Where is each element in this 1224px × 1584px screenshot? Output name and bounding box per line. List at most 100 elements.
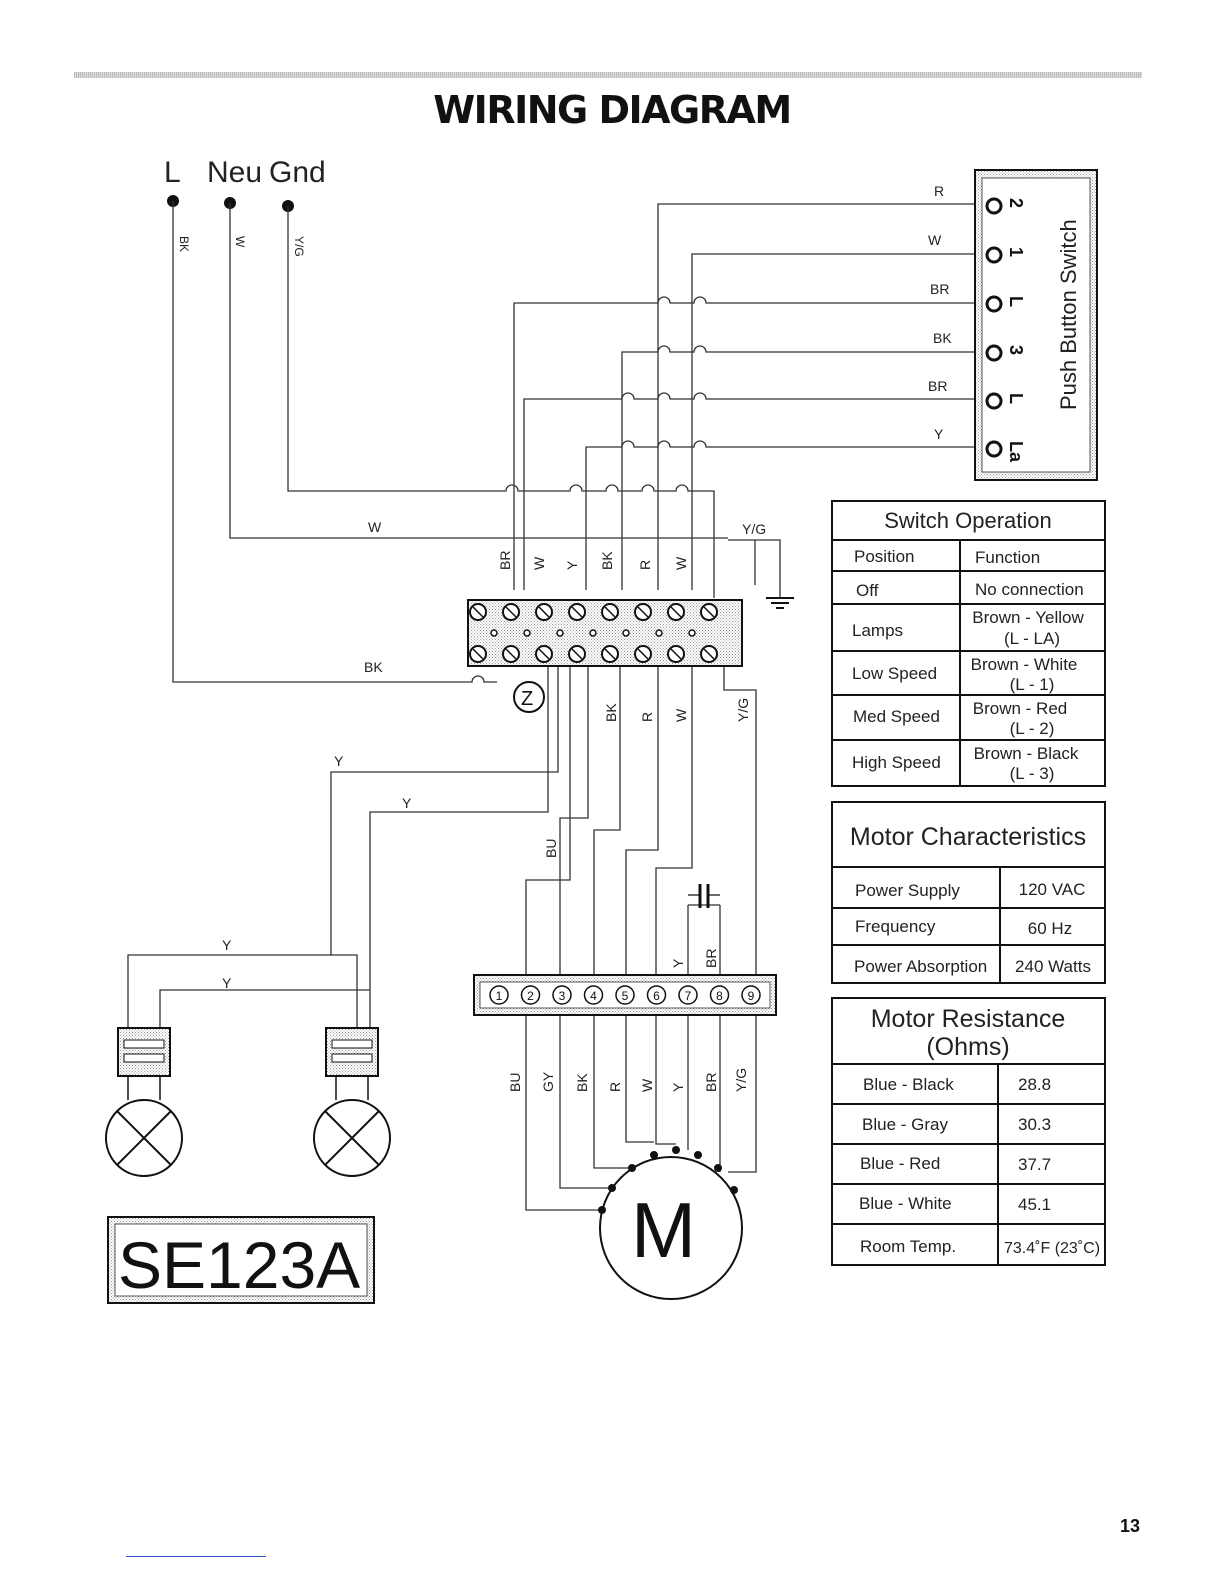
switch-row-function: Brown - White bbox=[971, 655, 1078, 674]
strip-bottom-wire-label: BK bbox=[603, 703, 619, 722]
motor-resistance-subtitle: (Ohms) bbox=[926, 1033, 1009, 1061]
switch-row-position: Med Speed bbox=[853, 707, 940, 726]
switch-terminal-icon bbox=[985, 344, 1003, 362]
screw-slot bbox=[472, 648, 484, 660]
switch-terminal-label: L bbox=[1006, 393, 1026, 404]
resistance-label: Blue - Gray bbox=[862, 1115, 948, 1134]
block-terminal-number: 5 bbox=[622, 989, 629, 1003]
motor-lead-dot bbox=[650, 1151, 658, 1159]
block-terminal-number: 9 bbox=[748, 989, 755, 1003]
switch-header-position: Position bbox=[854, 547, 914, 566]
motor-wire-label: GY bbox=[540, 1071, 556, 1092]
motor-lead-dot bbox=[608, 1184, 616, 1192]
switch-row-pins: (L - 2) bbox=[1010, 719, 1055, 738]
motor-lead-dot bbox=[730, 1186, 738, 1194]
screw-slot bbox=[604, 606, 616, 618]
motor-label: M bbox=[631, 1186, 696, 1274]
screw-slot bbox=[571, 648, 583, 660]
characteristic-value: 120 VAC bbox=[1019, 880, 1086, 899]
lamp-right bbox=[313, 1027, 391, 1177]
screw-slot bbox=[670, 648, 682, 660]
block-terminal-icon bbox=[552, 985, 572, 1005]
bridge-dot bbox=[622, 629, 630, 637]
switch-terminal-icon bbox=[985, 440, 1003, 458]
switch-wire-label: BK bbox=[933, 330, 952, 346]
switch-row-position: Low Speed bbox=[852, 664, 937, 683]
bridge-dot bbox=[589, 629, 597, 637]
block-terminal-number: 7 bbox=[685, 989, 692, 1003]
switch-wire-label: W bbox=[928, 232, 942, 248]
characteristic-label: Power Supply bbox=[855, 881, 960, 900]
motor-lead-dot bbox=[672, 1146, 680, 1154]
characteristic-value: 60 Hz bbox=[1028, 919, 1072, 938]
switch-terminal-label: 3 bbox=[1006, 345, 1026, 355]
motor-wire-label: BU bbox=[507, 1073, 523, 1092]
switch-terminal-icon bbox=[985, 295, 1003, 313]
motor-resistance-table bbox=[831, 997, 1106, 1266]
page-number: 13 bbox=[1119, 1516, 1140, 1536]
footer-link-line bbox=[126, 1556, 266, 1557]
bridge-dot bbox=[688, 629, 696, 637]
screw-slot bbox=[670, 606, 682, 618]
motor-wire-label: Y/G bbox=[733, 1068, 749, 1092]
line-wire-label: BK bbox=[364, 659, 383, 675]
block-terminal-number: 1 bbox=[496, 989, 503, 1003]
screw-slot bbox=[637, 606, 649, 618]
switch-terminal-icon bbox=[985, 392, 1003, 410]
block-terminal-icon bbox=[615, 985, 635, 1005]
thermal-fuse: Z bbox=[513, 681, 545, 713]
block-terminal-icon bbox=[646, 985, 667, 1005]
switch-operation-table bbox=[831, 500, 1106, 787]
switch-header-function: Function bbox=[975, 548, 1040, 567]
resistance-label: Blue - White bbox=[859, 1194, 952, 1213]
switch-wire-label: BR bbox=[930, 281, 949, 297]
switch-wire-label: R bbox=[934, 183, 944, 199]
block-terminal-icon bbox=[520, 985, 541, 1005]
strip-bottom-wire-label: R bbox=[639, 712, 655, 722]
resistance-value: 30.3 bbox=[1018, 1115, 1051, 1134]
switch-row-function: Brown - Red bbox=[973, 699, 1067, 718]
ground-symbol bbox=[766, 597, 794, 609]
header-rule bbox=[74, 72, 1142, 78]
motor-characteristics-table bbox=[831, 801, 1106, 984]
motor: M bbox=[599, 1156, 743, 1300]
screw-slot bbox=[538, 606, 550, 618]
switch-terminal-label: 2 bbox=[1006, 198, 1026, 208]
screw-slot bbox=[637, 648, 649, 660]
resistance-value: 28.8 bbox=[1018, 1075, 1051, 1094]
fuse-label: Z bbox=[521, 688, 533, 710]
block-terminal-number: 2 bbox=[527, 989, 534, 1003]
wires bbox=[127, 201, 985, 1211]
strip-top-wire-label: W bbox=[673, 556, 689, 570]
characteristic-label: Frequency bbox=[855, 917, 936, 936]
switch-row-pins: (L - LA) bbox=[1004, 629, 1060, 648]
resistance-label: Blue - Black bbox=[863, 1075, 954, 1094]
motor-resistance-title: Motor Resistance bbox=[871, 1005, 1066, 1033]
block-terminal-number: 4 bbox=[590, 989, 597, 1003]
bridge-dot bbox=[523, 629, 531, 637]
motor-lead-dot bbox=[694, 1151, 702, 1159]
ground-label: Gnd bbox=[269, 156, 326, 189]
lamp-wire-label-1: Y bbox=[334, 753, 344, 769]
switch-row-function: Brown - Black bbox=[974, 744, 1079, 763]
block-terminal-number: 6 bbox=[653, 989, 660, 1003]
strip-top-wire-label: R bbox=[637, 560, 653, 570]
resistance-label: Blue - Red bbox=[860, 1154, 940, 1173]
block-terminal-icon bbox=[709, 985, 730, 1005]
block-terminal-number: 8 bbox=[716, 989, 723, 1003]
screw-slot bbox=[505, 648, 517, 660]
strip-top-wire-label: BR bbox=[497, 551, 513, 570]
switch-terminal-icon bbox=[985, 246, 1003, 264]
capacitor bbox=[688, 884, 720, 908]
terminal-strip-screws bbox=[469, 603, 718, 663]
characteristic-value: 240 Watts bbox=[1015, 957, 1091, 976]
cap-br-label: BR bbox=[703, 949, 719, 968]
switch-wire-label: BR bbox=[928, 378, 947, 394]
motor-lead-dot bbox=[628, 1164, 636, 1172]
